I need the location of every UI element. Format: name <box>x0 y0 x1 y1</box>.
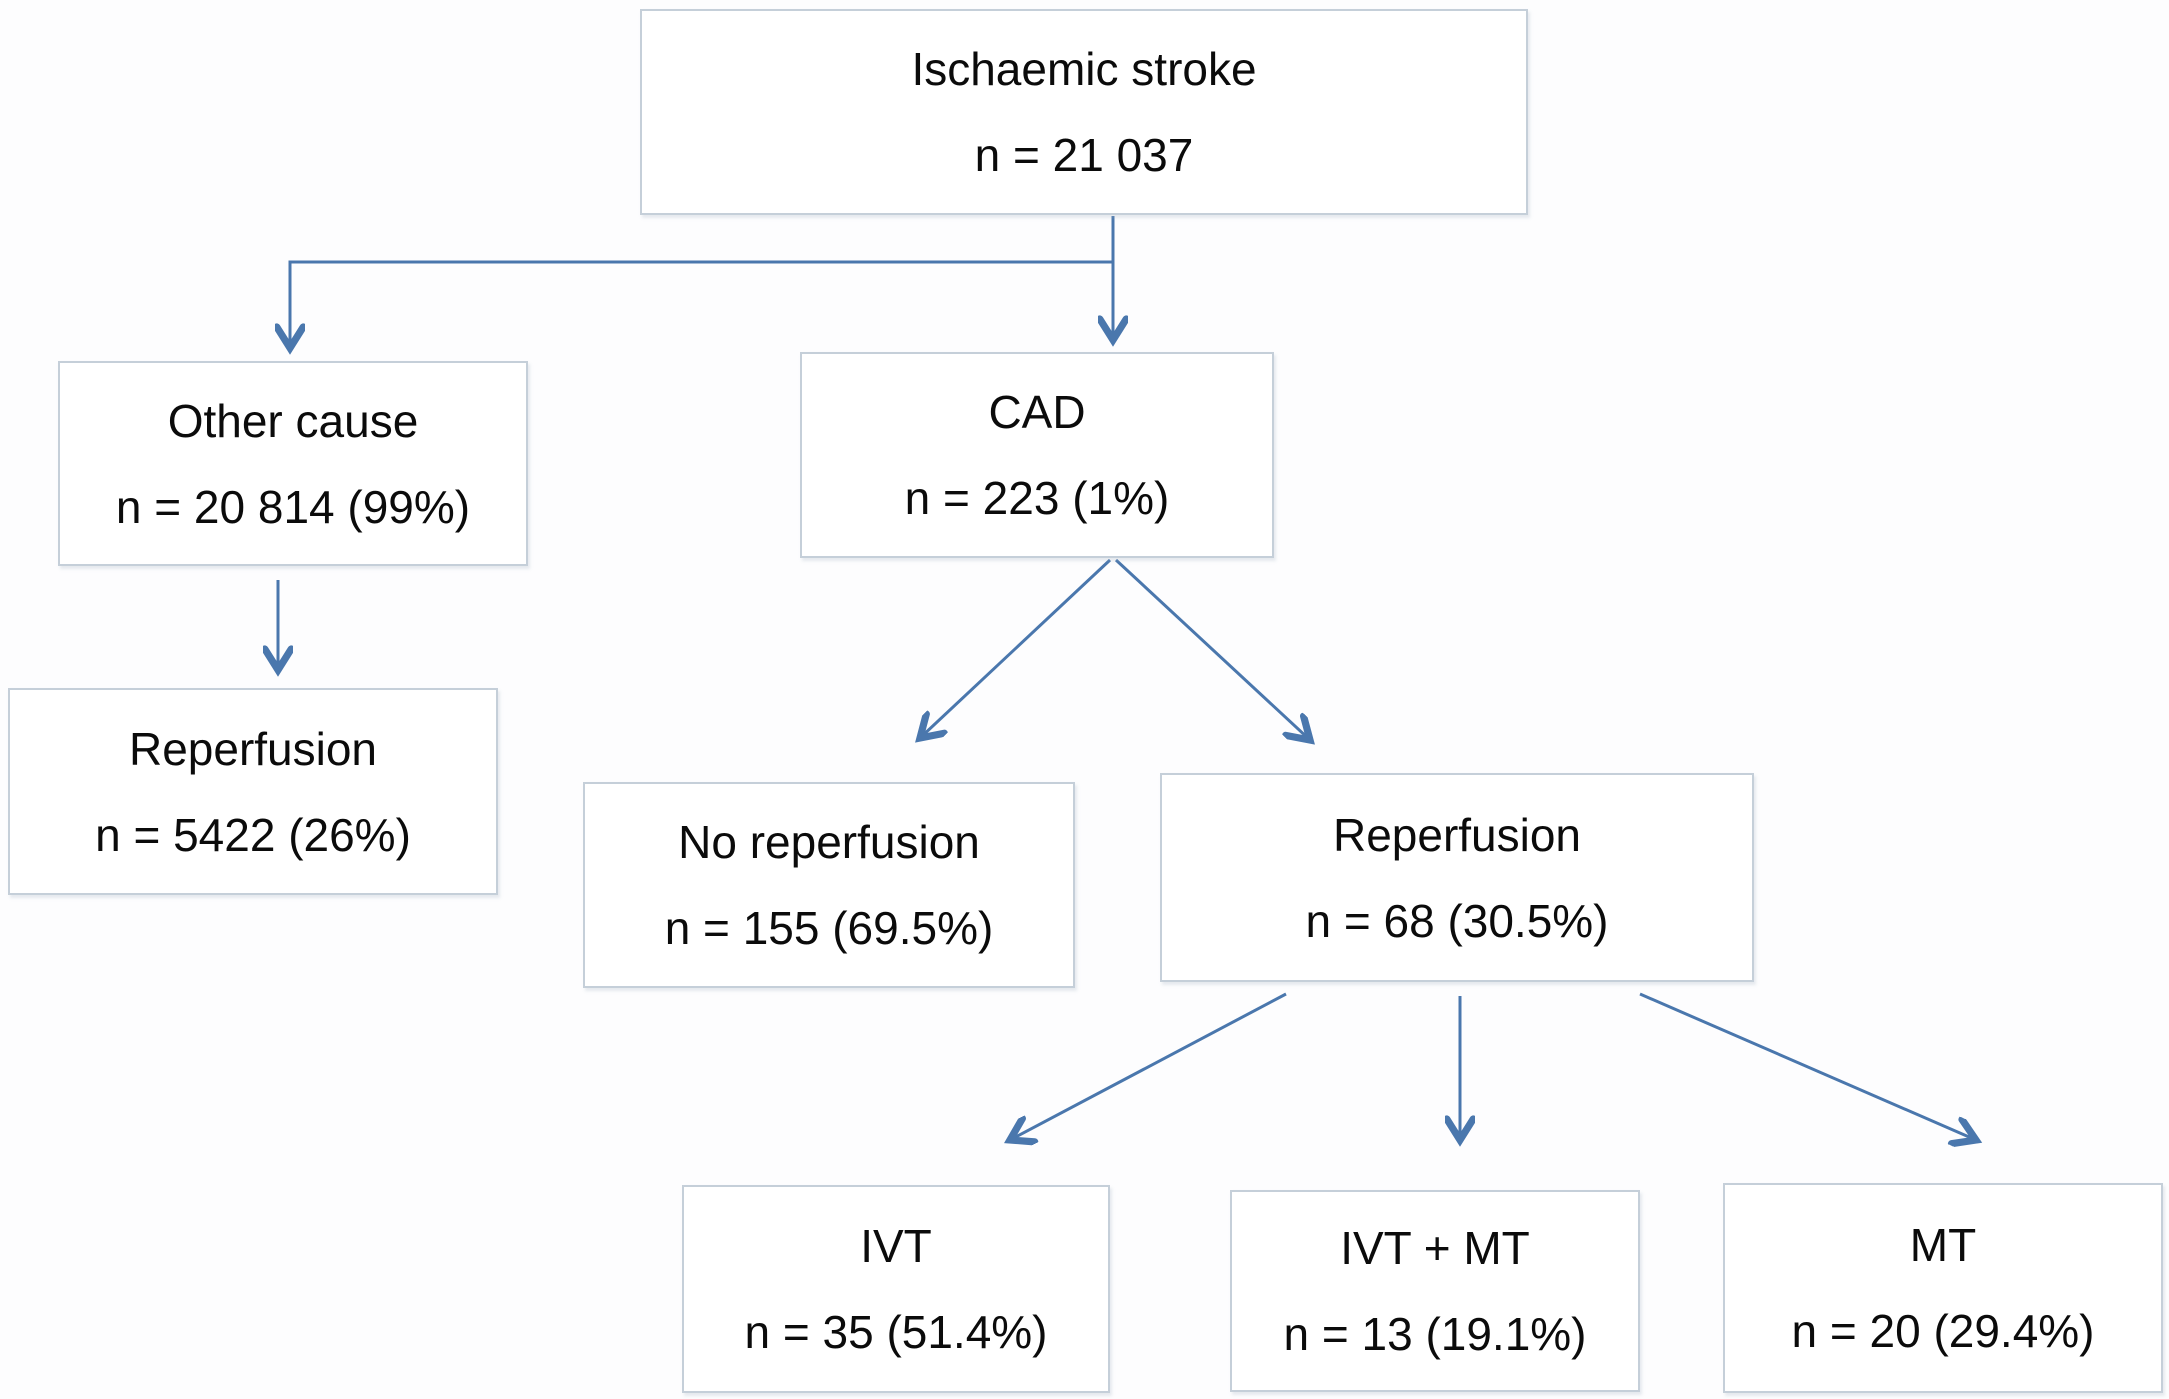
arrow-cad-to-reperfusion <box>1114 558 1310 740</box>
node-ivt-label: IVT <box>860 1220 932 1272</box>
node-cad-reperfusion-value: n = 68 (30.5%) <box>1305 894 1609 947</box>
node-no-reperfusion: No reperfusion n = 155 (69.5%) <box>583 782 1075 988</box>
node-ivt-mt-value: n = 13 (19.1%) <box>1283 1308 1587 1360</box>
node-no-reperfusion-label: No reperfusion <box>678 816 980 868</box>
node-ivt: IVT n = 35 (51.4%) <box>682 1185 1110 1393</box>
node-other-cause: Other cause n = 20 814 (99%) <box>58 361 528 566</box>
node-mt-value: n = 20 (29.4%) <box>1791 1305 2095 1357</box>
node-cad-label: CAD <box>988 386 1086 438</box>
node-mt-label: MT <box>1909 1219 1977 1271</box>
node-ischaemic-stroke: Ischaemic stroke n = 21 037 <box>640 9 1528 215</box>
node-ivt-value: n = 35 (51.4%) <box>744 1306 1048 1358</box>
node-cad-reperfusion: Reperfusion n = 68 (30.5%) <box>1160 773 1754 982</box>
node-other-reperfusion-value: n = 5422 (26%) <box>95 808 411 861</box>
node-ischaemic-stroke-label: Ischaemic stroke <box>911 43 1257 95</box>
node-cad-reperfusion-label: Reperfusion <box>1332 808 1582 861</box>
node-ischaemic-stroke-value: n = 21 037 <box>974 129 1194 181</box>
node-cad-value: n = 223 (1%) <box>904 472 1170 524</box>
node-other-reperfusion: Reperfusion n = 5422 (26%) <box>8 688 498 895</box>
arrow-reperfusion-to-mt <box>1639 992 1976 1140</box>
node-cad: CAD n = 223 (1%) <box>800 352 1274 558</box>
arrow-cad-to-no-reperfusion <box>920 558 1112 738</box>
node-ivt-mt-label: IVT + MT <box>1340 1222 1530 1274</box>
node-mt: MT n = 20 (29.4%) <box>1723 1183 2163 1393</box>
node-other-cause-label: Other cause <box>167 394 419 447</box>
node-other-reperfusion-label: Reperfusion <box>128 722 378 775</box>
arrow-root-to-other-cause <box>290 260 1113 348</box>
arrow-reperfusion-to-ivt <box>1010 992 1287 1140</box>
node-other-cause-value: n = 20 814 (99%) <box>115 480 471 533</box>
node-no-reperfusion-value: n = 155 (69.5%) <box>664 902 994 954</box>
node-ivt-mt: IVT + MT n = 13 (19.1%) <box>1230 1190 1640 1392</box>
